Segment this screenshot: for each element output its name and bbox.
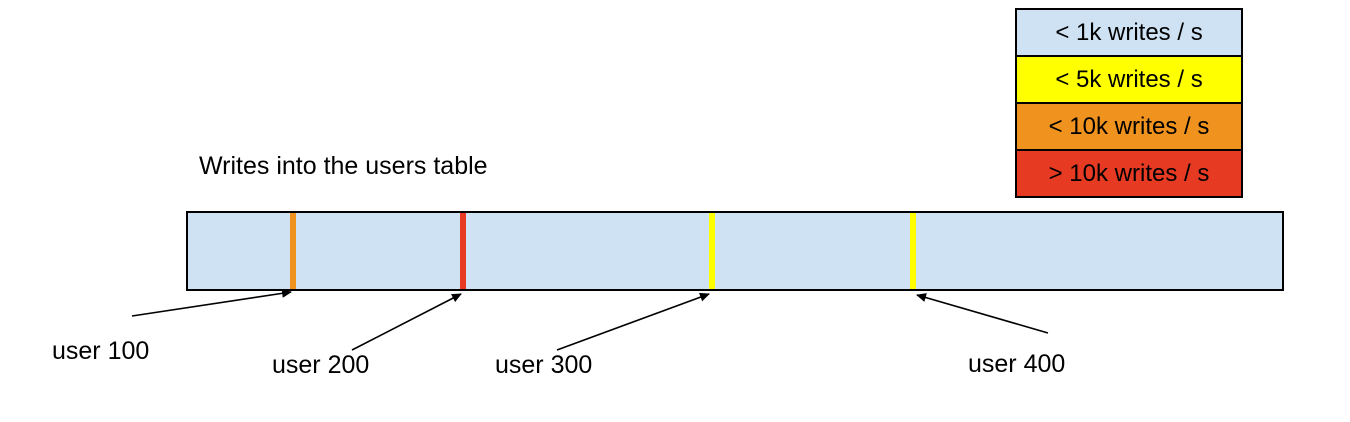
user-label-100: user 100 [52, 337, 150, 365]
legend-item-label: < 5k writes / s [1055, 66, 1203, 93]
arrow-connector [556, 292, 710, 351]
legend-item-gt10k: > 10k writes / s [1017, 151, 1241, 196]
arrow-connector [916, 293, 1049, 334]
user-label-200: user 200 [272, 351, 370, 379]
legend-item-label: > 10k writes / s [1048, 160, 1210, 187]
legend-item-lt1k: < 1k writes / s [1017, 10, 1241, 57]
legend-item-lt5k: < 5k writes / s [1017, 57, 1241, 104]
write-hotspot-tick-user100 [290, 213, 296, 289]
legend-item-label: < 1k writes / s [1055, 19, 1203, 46]
legend-item-lt10k: < 10k writes / s [1017, 104, 1241, 151]
legend: < 1k writes / s < 5k writes / s < 10k wr… [1015, 8, 1243, 198]
write-hotspot-tick-user400 [910, 213, 916, 289]
write-hotspot-tick-user200 [460, 213, 466, 289]
user-label-400: user 400 [968, 350, 1066, 378]
diagram-title: Writes into the users table [199, 152, 488, 180]
user-label-300: user 300 [495, 351, 593, 379]
write-hotspot-tick-user300 [709, 213, 715, 289]
arrow-connector [131, 288, 292, 317]
users-table-bar [186, 211, 1284, 291]
legend-item-label: < 10k writes / s [1048, 113, 1210, 140]
arrow-connector [351, 293, 462, 351]
